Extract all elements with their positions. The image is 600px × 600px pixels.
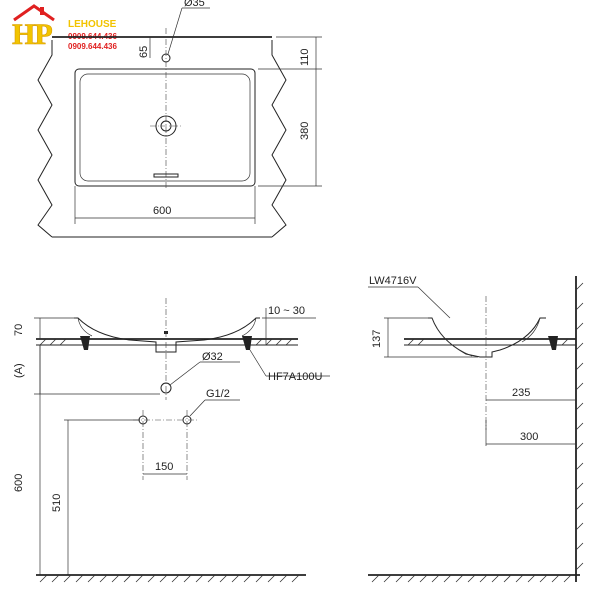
floor-hatch — [39, 574, 300, 583]
logo-phone-2: 0909.644.436 — [68, 42, 117, 51]
counter-hatch — [39, 338, 293, 346]
drain-outer — [155, 115, 177, 137]
dim-rear-depth: 110 — [299, 48, 311, 66]
dim-drain-offset: 235 — [512, 387, 530, 399]
bracket-right — [242, 336, 252, 350]
dim-tap-offset: 65 — [138, 46, 150, 58]
basin-profile — [74, 317, 260, 353]
dim-wall-offset: 300 — [520, 431, 538, 443]
dim-basin-depth: 380 — [299, 122, 311, 140]
dim-side-height: 137 — [371, 330, 383, 348]
house-roof-icon — [13, 4, 55, 22]
supply-thread: G1/2 — [206, 388, 230, 400]
logo-hp-letters: HP — [12, 18, 53, 52]
drain-inner — [160, 120, 172, 132]
counter-outline-left — [37, 40, 53, 238]
drain-leader — [169, 361, 201, 386]
wall-hatch — [575, 282, 584, 571]
dim-width: 600 — [153, 205, 171, 217]
dim-supply-spacing: 150 — [155, 461, 173, 473]
mixer-leader — [249, 349, 267, 377]
tap-hole-label: Ø35 — [184, 0, 205, 9]
dim-supply-height: 510 — [51, 494, 63, 512]
dim-rim-height: 70 — [13, 324, 25, 336]
bracket-left — [80, 336, 90, 350]
counter-outline-right — [271, 40, 287, 238]
supply-leader — [189, 399, 206, 417]
model-leader — [417, 286, 451, 319]
dim-variable: (A) — [13, 363, 25, 378]
front-view: 70 (A) 10 ~ 30 HF7A100U Ø32 G1/2 150 600 — [13, 298, 330, 583]
drain-pipe — [160, 382, 172, 394]
basin-inner — [79, 73, 251, 182]
logo-brand-name: LEHOUSE — [68, 19, 117, 30]
dim-counter-thickness: 10 ~ 30 — [268, 305, 305, 317]
side-bracket — [548, 336, 558, 350]
plan-view: Ø35 65 110 380 600 — [37, 0, 322, 238]
drain-dia: Ø32 — [202, 351, 223, 363]
side-view: LW4716V 137 235 300 — [368, 275, 584, 583]
overflow-slot — [153, 173, 179, 178]
basin-outer — [74, 68, 256, 187]
mixer-model: HF7A100U — [268, 371, 322, 383]
dim-floor-height: 600 — [13, 474, 25, 492]
tap-hole-leader — [167, 7, 183, 55]
side-model: LW4716V — [369, 275, 417, 287]
